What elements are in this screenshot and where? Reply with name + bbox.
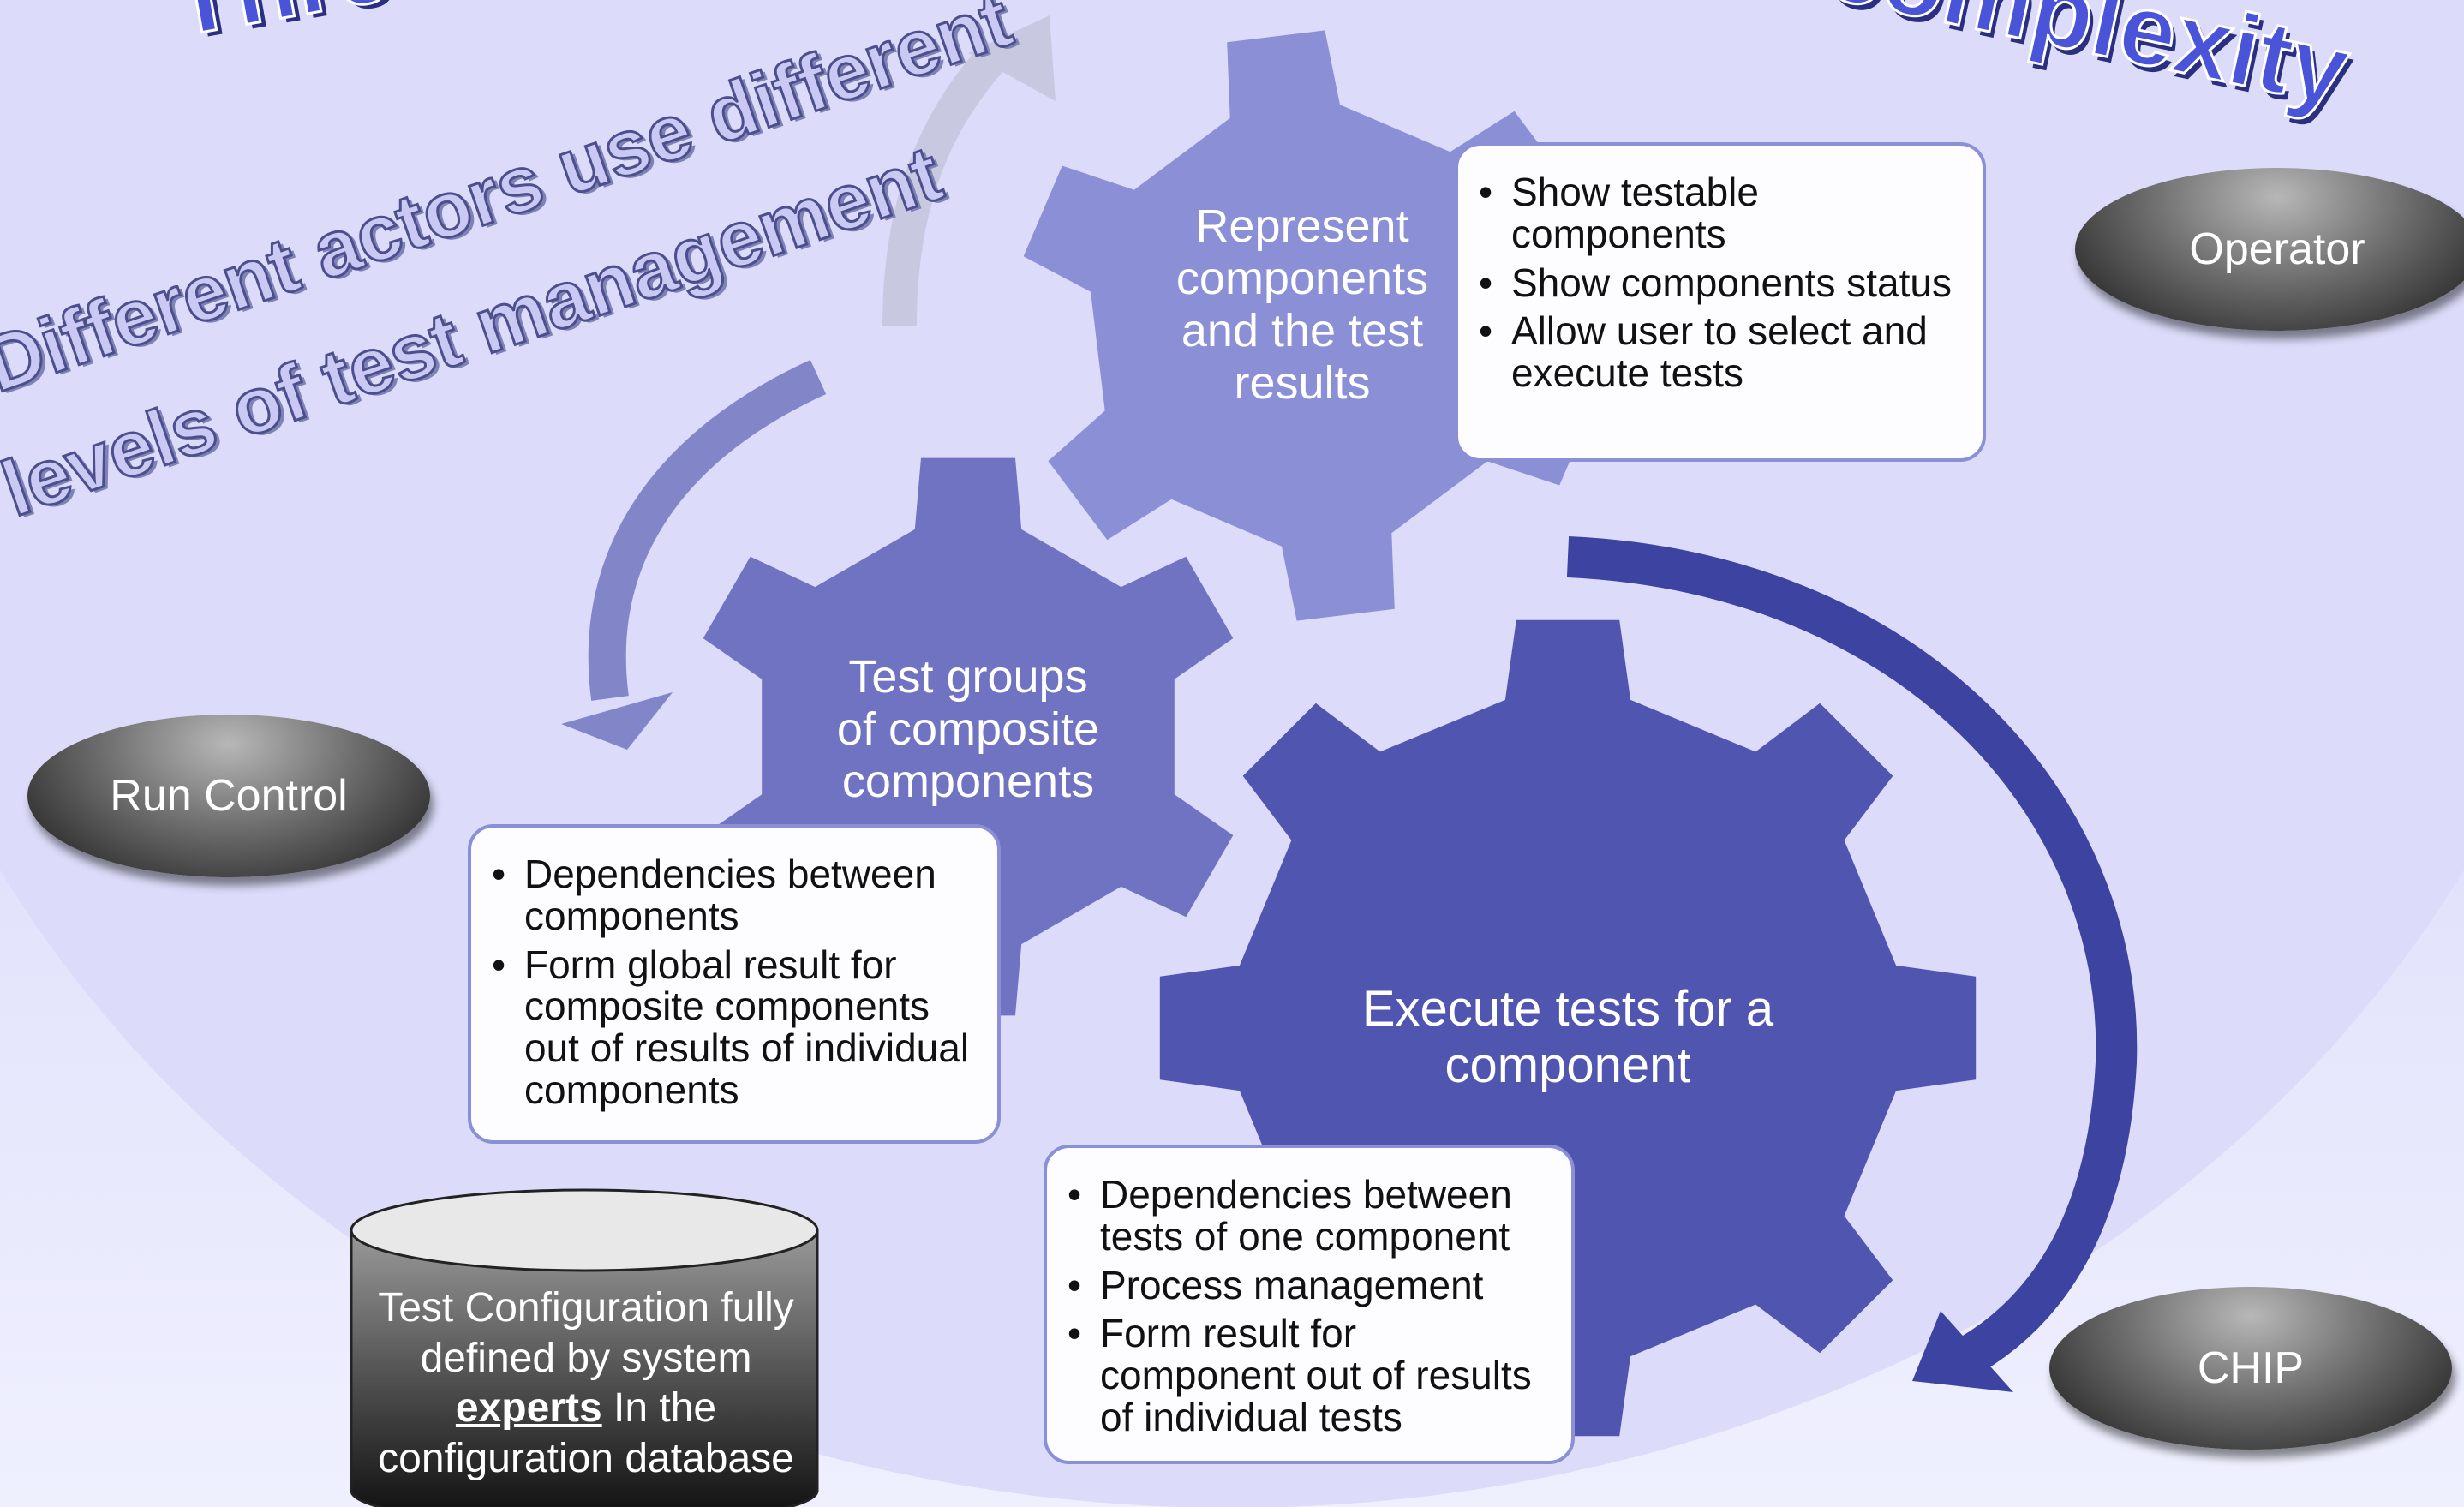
arrow-light-icon [882,15,1056,326]
gear-top-label-line2: components [1175,253,1429,305]
database-label-line2: defined by system [420,1335,752,1381]
gear-middle-label-line1: Test groups [848,651,1088,703]
gear-large-label-line2: component [1444,1037,1691,1093]
database-label-line1: Test Configuration fully [378,1285,794,1331]
bullet-large-1: Dependencies between tests of one compon… [1068,1174,1554,1258]
arrow-mid-icon [561,359,827,750]
gear-large-label-line1: Execute tests for a [1361,981,1774,1037]
database-cylinder-icon [350,1188,819,1507]
bullet-box-large: Dependencies between tests of one compon… [1044,1145,1575,1464]
bullet-box-top: Show testable components Show components… [1455,142,1986,462]
bullet-top-3: Allow user to select and execute tests [1479,310,1965,394]
bullet-large-2: Process management [1068,1264,1554,1307]
database-label-line3-rest: In the [601,1385,717,1432]
gear-middle-label-line3: components [841,756,1095,808]
database-label-line4: configuration database [378,1435,794,1481]
actor-chip: CHIP [2049,1287,2452,1450]
bullet-middle-2: Form global result for composite compone… [492,943,980,1111]
gear-middle-label: Test groups of composite components [788,651,1148,808]
arrow-dark-icon [1566,536,2138,1392]
gear-top-label-line4: results [1234,357,1371,410]
gear-top-shape [1023,30,1599,621]
bullet-middle-1: Dependencies between components [492,853,980,937]
actor-operator: Operator [2075,168,2464,331]
gear-top-label-line1: Represent [1195,200,1409,252]
gear-large-label: Execute tests for a component [1311,981,1825,1093]
bullet-box-middle: Dependencies between components Form glo… [468,824,1001,1144]
database-label: Test Configuration fully defined by syst… [355,1283,817,1484]
actor-run-control: Run Control [27,715,430,877]
database-label-line3: experts In the [355,1384,817,1434]
gear-top-label: Represent components and the test result… [1131,200,1474,410]
bullet-top-2: Show components status [1479,261,1965,304]
gear-top-label-line3: and the test [1181,305,1424,357]
database-emphasis: experts [455,1385,602,1432]
bullet-top-1: Show testable components [1479,171,1965,255]
gear-middle-label-line2: of composite [836,703,1100,756]
bullet-large-3: Form result for component out of results… [1068,1313,1554,1438]
